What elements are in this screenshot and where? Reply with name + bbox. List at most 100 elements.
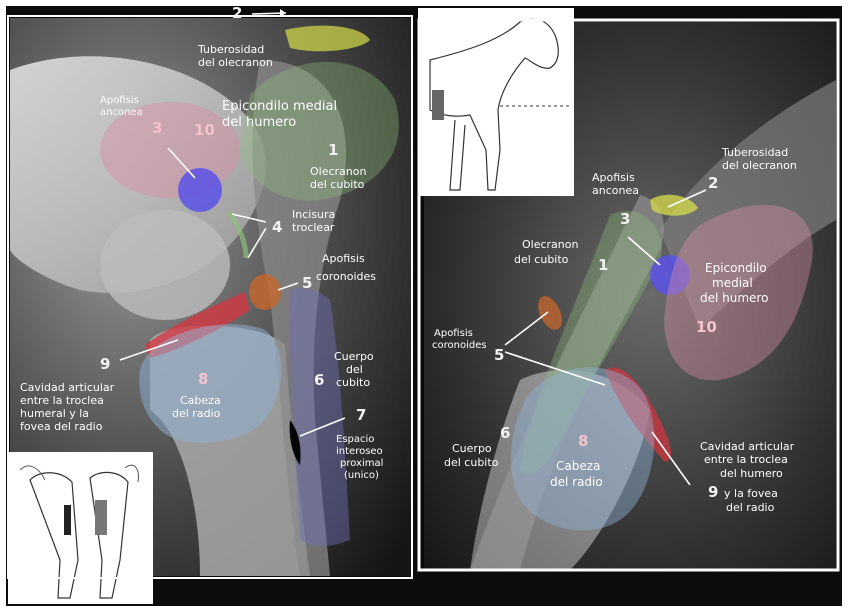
right-number-3: 3 (620, 210, 630, 228)
left-number-4: 4 (272, 218, 282, 236)
right-number-10: 10 (696, 318, 717, 336)
left-label-cuerpo-1: Cuerpo (334, 350, 374, 363)
right-labels: Tuberosidad del olecranon 2 Apofisis anc… (432, 146, 797, 514)
left-panel-border (7, 15, 413, 579)
right-label-cabeza-1: Cabeza (556, 459, 600, 473)
left-label-epicondilo-2: del humero (222, 115, 296, 130)
left-trochlear-notch-line (226, 210, 249, 259)
right-number-2: 2 (708, 174, 718, 192)
right-label-cavidad-5: del radio (726, 501, 775, 514)
right-olecranon-tuberosity-region (650, 194, 698, 216)
right-label-cavidad-3: del humero (720, 467, 783, 480)
left-label-coronoides-1: Apofisis (322, 252, 365, 265)
left-arrow-9 (119, 339, 179, 361)
left-label-cavidad-1: Cavidad articular (20, 381, 115, 394)
right-number-8: 8 (578, 432, 588, 450)
right-label-apofisis-2: anconea (592, 184, 639, 197)
right-label-olecranon-1: Olecranon (522, 238, 578, 251)
left-labels: 2 Tuberosidad del olecranon Apofisis anc… (20, 4, 383, 481)
left-label-espacio-3: proximal (340, 458, 383, 469)
right-label-cavidad-2: entre la troclea (704, 453, 788, 466)
left-arrow-4a (231, 213, 267, 223)
left-label-apofisis-2: anconea (100, 107, 143, 118)
left-inset-legs (8, 452, 153, 604)
right-coronoid-process-region (538, 296, 562, 330)
right-label-cavidad-4: y la fovea (724, 487, 778, 500)
right-label-coronoides-1: Apofisis (434, 328, 473, 339)
right-label-cavidad-1: Cavidad articular (700, 440, 795, 453)
left-label-espacio-2: interoseo (336, 446, 383, 457)
left-label-tuberosity-2: del olecranon (198, 56, 273, 69)
left-arrow-5 (277, 282, 299, 291)
right-arrow-5b (504, 351, 606, 386)
left-label-cabeza-2: del radio (172, 407, 221, 420)
left-number-8: 8 (198, 370, 208, 388)
left-label-cabeza-1: Cabeza (180, 394, 221, 407)
left-arrow-3 (167, 147, 196, 179)
left-inset-body-outline (19, 464, 139, 483)
right-label-cuerpo-2: del cubito (444, 456, 499, 469)
left-label-incisura-1: Incisura (292, 208, 335, 221)
right-inset-horse-foreleg (449, 119, 466, 191)
right-medial-epicondyle-region (664, 204, 813, 381)
left-anconeal-process-region (178, 168, 222, 212)
left-inset-marker-left (64, 505, 71, 535)
left-number-5: 5 (302, 274, 312, 292)
right-label-epicondilo-1: Epicondilo (705, 261, 767, 275)
right-label-olecranon-2: del cubito (514, 253, 569, 266)
left-label-cuerpo-3: cubito (336, 376, 370, 389)
left-inset-leg-left (29, 472, 79, 599)
left-number-1: 1 (328, 141, 338, 159)
right-label-tuberosity-2: del olecranon (722, 159, 797, 172)
left-inset-marker-right (95, 500, 107, 535)
right-label-epicondilo-2: medial (712, 276, 753, 290)
left-label-incisura-2: troclear (292, 221, 335, 234)
left-label-coronoides-2: coronoides (316, 270, 376, 283)
left-coronoid-process-region (249, 274, 281, 310)
left-number-2: 2 (232, 4, 242, 22)
left-humeral-condyle (100, 210, 230, 320)
left-olecranon-tuberosity-region (285, 25, 370, 52)
left-label-tuberosity-1: Tuberosidad (197, 43, 264, 56)
left-arrows (119, 9, 346, 437)
left-arrowhead-2 (280, 9, 286, 17)
left-radiograph (10, 18, 412, 576)
left-number-3: 3 (152, 119, 162, 137)
right-number-1: 1 (598, 256, 608, 274)
right-inset-horse (418, 8, 574, 196)
left-radial-head-region (139, 324, 282, 443)
left-number-10: 10 (194, 121, 215, 139)
right-number-5: 5 (494, 346, 504, 364)
left-label-espacio-4: (unico) (344, 470, 379, 481)
left-number-9: 9 (100, 355, 110, 373)
right-number-9: 9 (708, 483, 718, 501)
right-humerus-bone (660, 80, 836, 330)
right-label-apofisis-1: Apofisis (592, 171, 635, 184)
right-label-cuerpo-1: Cuerpo (452, 442, 492, 455)
left-label-apofisis-1: Apofisis (100, 95, 139, 106)
left-label-epicondilo-1: Epicondilo medial (222, 99, 337, 114)
right-arrows (504, 189, 707, 486)
left-arrow-4b (247, 227, 267, 259)
left-interosseous-space (289, 420, 301, 465)
right-number-6: 6 (500, 424, 510, 442)
left-label-olecranon-1: Olecranon (310, 165, 366, 178)
right-label-tuberosity-1: Tuberosidad (721, 146, 788, 159)
left-inset-background (8, 452, 153, 604)
right-inset-marker (432, 90, 444, 120)
right-arrow-2 (667, 189, 707, 208)
left-label-cavidad-2: entre la troclea (20, 394, 104, 407)
right-panel-border (417, 18, 840, 572)
right-inset-horse-outline (429, 18, 559, 191)
right-articular-cavity-region (605, 367, 672, 462)
right-olecranon-region (520, 211, 662, 474)
left-label-olecranon-2: del cubito (310, 178, 365, 191)
right-label-coronoides-2: coronoides (432, 340, 487, 351)
left-inset-leg-right (89, 471, 129, 599)
right-radial-head-region (510, 367, 655, 531)
right-ulna-bone (470, 195, 664, 570)
right-arrow-9 (651, 431, 691, 486)
right-label-cabeza-2: del radio (550, 475, 603, 489)
left-label-espacio-1: Espacio (336, 434, 374, 445)
